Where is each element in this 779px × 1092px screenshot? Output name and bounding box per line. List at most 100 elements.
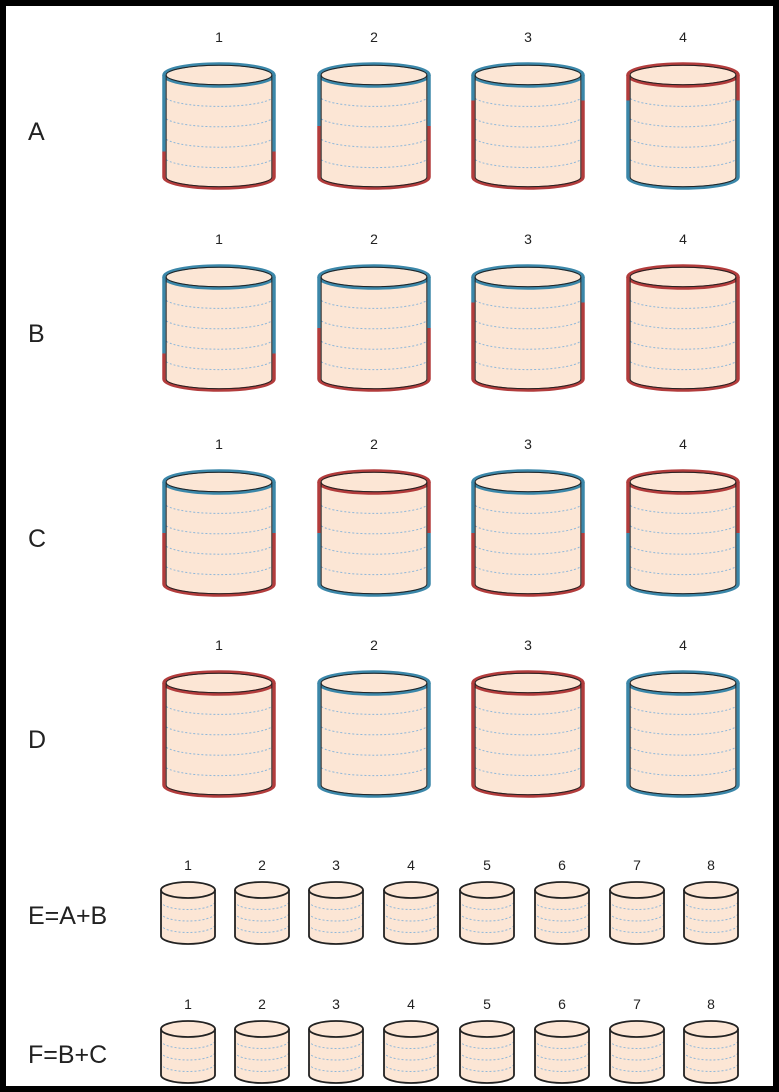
disk-stripe	[160, 1051, 216, 1061]
disk-number: 2	[258, 857, 266, 873]
disk-top-ring	[162, 62, 276, 88]
disk-body	[628, 683, 738, 796]
disk-number: 1	[184, 857, 192, 873]
disk-stripe	[318, 744, 430, 756]
disk-body	[684, 1029, 738, 1083]
disk-side-outline	[320, 277, 428, 390]
disk-stripe	[318, 563, 430, 576]
disk-stripe	[318, 502, 430, 514]
disk-bottom-ring	[626, 784, 740, 798]
disk-stripe	[459, 1040, 515, 1049]
disk-side-outline	[308, 890, 364, 945]
disk-stripe	[609, 1040, 665, 1049]
disk-a-4	[626, 62, 740, 190]
disk-body	[164, 482, 274, 595]
disk-stripe	[627, 358, 739, 371]
disk-top-ring	[471, 62, 585, 88]
disk-stripe	[472, 543, 584, 555]
disk-d-1	[162, 670, 276, 798]
disk-bottom-ring	[317, 784, 431, 798]
disk-number: 1	[215, 637, 223, 653]
disk-stripe	[683, 924, 739, 933]
disk-side-outline	[474, 75, 582, 188]
disk-stripe	[534, 1051, 590, 1061]
disk-body	[473, 75, 583, 188]
disk-a-2	[317, 62, 431, 190]
disk-top-face	[473, 471, 583, 493]
disk-stripe	[472, 502, 584, 514]
disk-side-outline	[383, 1029, 439, 1084]
disk-body	[610, 890, 664, 944]
disk-stripe	[163, 95, 275, 107]
small-disk-4	[383, 1020, 439, 1084]
disk-top-ring	[162, 469, 276, 495]
small-disk-8	[683, 1020, 739, 1084]
disk-number: 1	[215, 29, 223, 45]
disk-stripe	[160, 1063, 216, 1072]
disk-stripe	[627, 338, 739, 350]
disk-bottom-ring	[162, 176, 276, 190]
disk-side-outline	[160, 890, 216, 945]
disk-top-face	[319, 64, 429, 86]
disk-top-face	[628, 471, 738, 493]
disk-top-face	[684, 1021, 738, 1037]
disk-number: 3	[524, 436, 532, 452]
disk-stripe	[627, 156, 739, 169]
disk-stripe	[627, 115, 739, 128]
disk-body	[164, 683, 274, 796]
disk-side-outline	[165, 482, 273, 595]
disk-stripe	[234, 1063, 290, 1072]
disk-stripe	[472, 703, 584, 715]
small-disk-6	[534, 1020, 590, 1084]
row-label: C	[28, 525, 46, 553]
row-label: B	[28, 320, 45, 348]
disk-stripe	[472, 723, 584, 736]
disk-bottom-ring	[626, 583, 740, 597]
disk-stripe	[472, 744, 584, 756]
disk-body	[473, 482, 583, 595]
disk-side-outline	[320, 75, 428, 188]
disk-number: 4	[679, 637, 687, 653]
disk-number: 5	[483, 996, 491, 1012]
small-disk-1	[160, 1020, 216, 1084]
disk-stripe	[160, 912, 216, 922]
disk-stripe	[609, 924, 665, 933]
disk-stripe	[459, 901, 515, 910]
disk-top-face	[384, 882, 438, 898]
disk-stripe	[383, 924, 439, 933]
disk-stripe	[459, 1051, 515, 1061]
disk-stripe	[163, 115, 275, 128]
disk-side-outline	[683, 890, 739, 945]
disk-stripe	[308, 901, 364, 910]
disk-top-ring	[317, 62, 431, 88]
disk-top-ring	[471, 469, 585, 495]
row-label: D	[28, 726, 46, 754]
disk-top-ring	[317, 469, 431, 495]
disk-body	[319, 75, 429, 188]
disk-stripe	[308, 1063, 364, 1072]
disk-number: 8	[707, 857, 715, 873]
disk-body	[535, 890, 589, 944]
disk-top-face	[460, 1021, 514, 1037]
disk-stripe	[472, 522, 584, 535]
disk-stripe	[163, 764, 275, 777]
disk-side-outline	[609, 890, 665, 945]
disk-top-ring	[317, 264, 431, 290]
disk-stripe	[308, 1040, 364, 1049]
disk-top-face	[628, 64, 738, 86]
disk-bottom-ring	[317, 176, 431, 190]
disk-stripe	[627, 95, 739, 107]
disk-b-2	[317, 264, 431, 392]
disk-side-outline	[474, 482, 582, 595]
row-label: F=B+C	[28, 1041, 107, 1069]
disk-side-outline	[683, 1029, 739, 1084]
small-disk-3	[308, 1020, 364, 1084]
disk-bottom-ring	[471, 784, 585, 798]
disk-stripe	[627, 723, 739, 736]
disk-side-outline	[459, 890, 515, 945]
disk-stripe	[627, 297, 739, 309]
